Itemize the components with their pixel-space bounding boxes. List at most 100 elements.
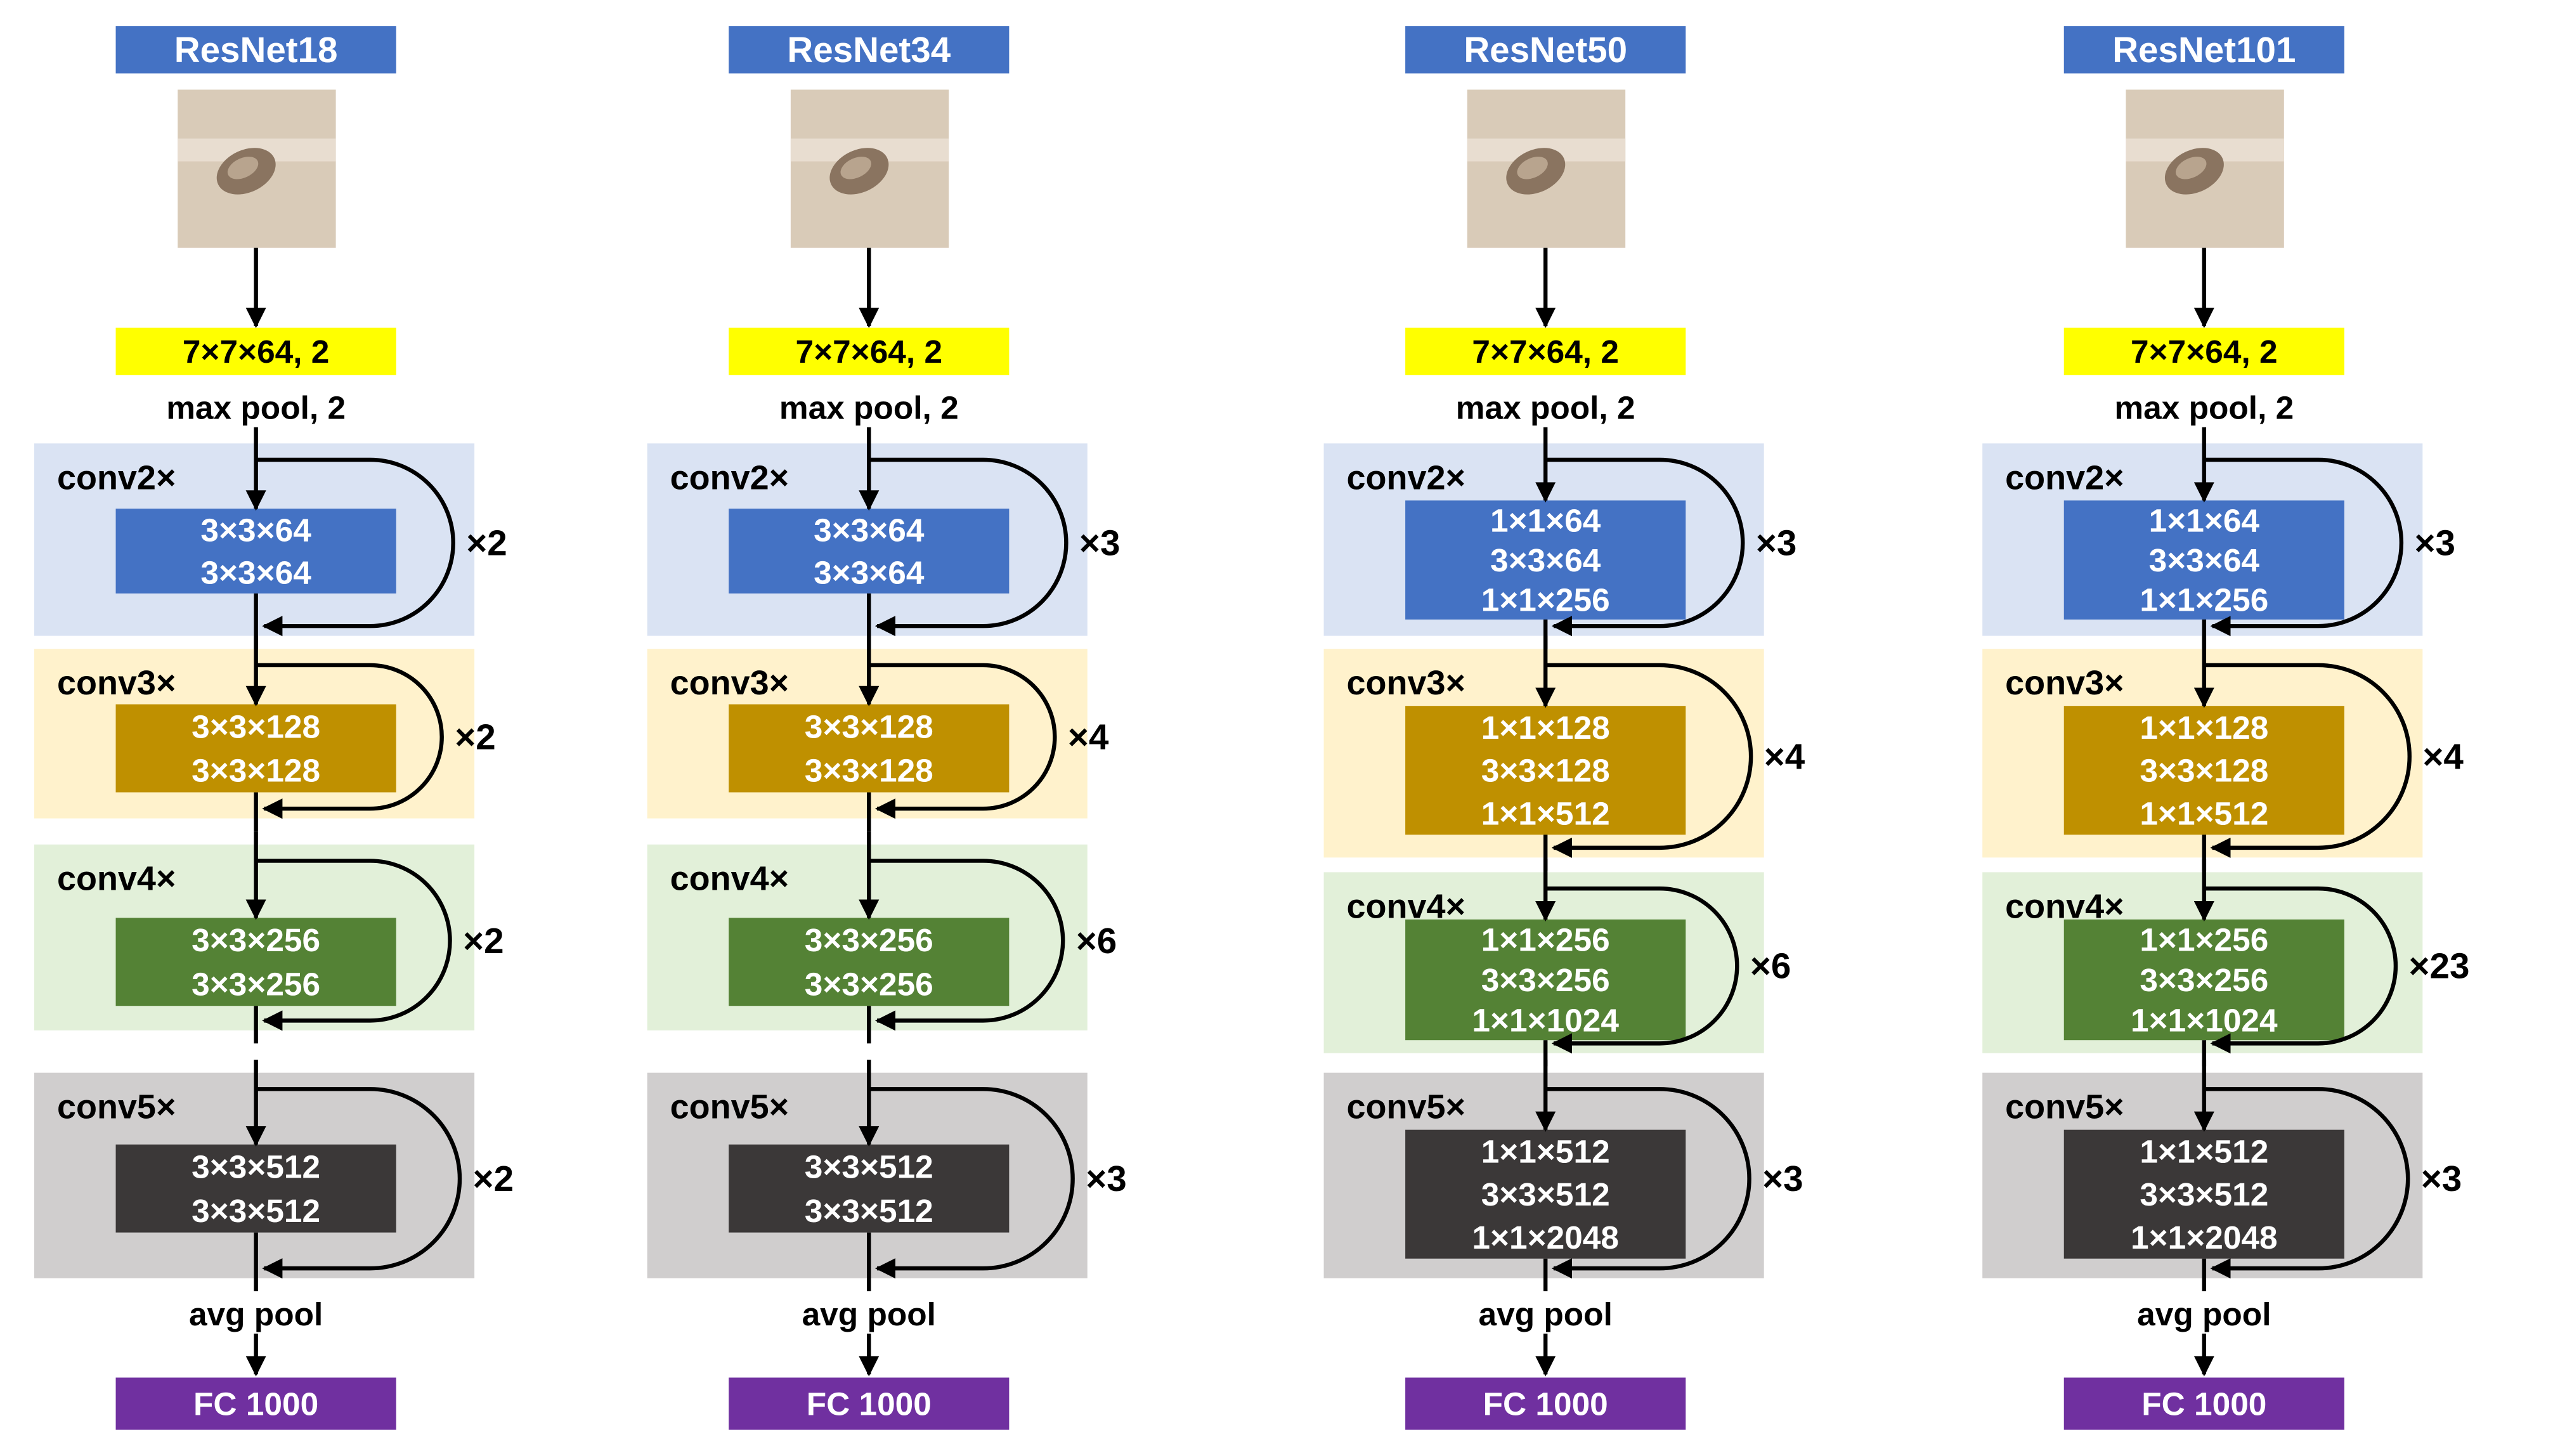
repeat-count: ×6	[1750, 946, 1791, 986]
conv-block	[1405, 919, 1686, 1041]
network-title: ResNet50	[1464, 30, 1627, 70]
stem-conv-label: 7×7×64, 2	[2131, 333, 2278, 370]
stage-label: conv5×	[670, 1088, 789, 1126]
residual-loop	[1545, 663, 1753, 858]
stage-label: conv4×	[2005, 887, 2124, 925]
avg-pool-label: avg pool	[802, 1296, 936, 1332]
network-column-2: ResNet34 7×7×64, 2 max pool, 2conv2×3×3×64…	[647, 26, 1127, 1430]
conv-block	[2063, 919, 2344, 1041]
conv-block	[115, 704, 396, 793]
conv-block	[115, 509, 396, 594]
avg-pool-label: avg pool	[2137, 1296, 2271, 1332]
conv-layer-label: 3×3×256	[2140, 961, 2268, 998]
conv-layer-label: 3×3×256	[1481, 961, 1610, 998]
repeat-count: ×23	[2408, 946, 2469, 986]
conv-layer-label: 1×1×64	[2149, 502, 2260, 539]
residual-loop	[256, 457, 455, 637]
fc-box	[1405, 1377, 1686, 1430]
conv-block	[2063, 1129, 2344, 1259]
conv-layer-label: 3×3×512	[192, 1192, 320, 1229]
stage-conv2-3: conv2×1×1×643×3×641×1×256×3	[1323, 427, 1796, 649]
input-image-highlight	[1517, 157, 1548, 179]
stem-conv-label: 7×7×64, 2	[1472, 333, 1619, 370]
conv-block	[1405, 706, 1686, 835]
stage-label: conv5×	[2005, 1088, 2124, 1126]
repeat-count: ×3	[1762, 1159, 1803, 1199]
residual-loop	[1545, 1087, 1751, 1279]
conv-layer-label: 1×1×512	[1481, 795, 1610, 831]
stage-label: conv3×	[670, 664, 789, 702]
conv-layer-label: 3×3×128	[2140, 752, 2268, 789]
conv-layer-label: 3×3×64	[200, 512, 311, 549]
stage-label: conv2×	[57, 458, 176, 497]
conv-layer-label: 1×1×512	[2140, 795, 2268, 831]
network-title: ResNet34	[787, 30, 951, 70]
conv-layer-label: 3×3×256	[192, 966, 320, 1003]
stage-conv2-1: conv2× 3×3×64 3×3×64 ×2	[34, 427, 507, 649]
repeat-count: ×2	[455, 717, 495, 757]
stage-conv2-2: conv2×3×3×643×3×64×3	[647, 427, 1120, 649]
residual-loop	[1545, 886, 1739, 1054]
network-column-3: ResNet50 7×7×64, 2 max pool, 2conv2×1×1×64…	[1323, 26, 1805, 1430]
repeat-count: ×3	[1756, 523, 1796, 563]
residual-loop	[869, 1087, 1075, 1279]
residual-loop	[256, 1087, 462, 1279]
conv-block	[115, 1144, 396, 1233]
input-image-highlight	[840, 157, 871, 179]
stem-conv-label: 7×7×64, 2	[795, 333, 942, 370]
input-image-highlight	[227, 157, 259, 179]
stage-label: conv3×	[1347, 664, 1466, 702]
residual-loop	[256, 859, 451, 1031]
conv-layer-label: 3×3×256	[192, 921, 320, 958]
repeat-count: ×2	[473, 1159, 514, 1199]
conv-layer-label: 3×3×64	[814, 554, 925, 590]
conv-layer-label: 3×3×512	[805, 1148, 933, 1185]
repeat-count: ×2	[466, 523, 507, 563]
network-column-1: ResNet18 7×7×64, 2 max pool, 2 conv2× 3×3×64…	[34, 26, 514, 1430]
network-title-box	[1405, 26, 1686, 74]
conv-layer-label: 3×3×256	[805, 966, 933, 1003]
stage-label: conv2×	[1347, 458, 1466, 497]
avg-pool-label: avg pool	[1479, 1296, 1613, 1332]
residual-loop	[2204, 1087, 2410, 1279]
stem-conv-box	[2063, 327, 2344, 375]
max-pool-label: max pool, 2	[1456, 389, 1635, 426]
stem-conv-box	[1405, 327, 1686, 375]
fc-label: FC 1000	[193, 1386, 318, 1422]
avg-pool-label: avg pool	[189, 1296, 323, 1332]
stage-label: conv5×	[1347, 1088, 1466, 1126]
conv-layer-label: 1×1×512	[2140, 1133, 2268, 1169]
conv-layer-label: 3×3×64	[2149, 542, 2260, 578]
conv-block	[1405, 500, 1686, 620]
stage-label: conv4×	[670, 860, 789, 898]
conv-block	[2063, 500, 2344, 620]
conv-layer-label: 3×3×128	[192, 752, 320, 789]
repeat-count: ×2	[463, 921, 503, 961]
repeat-count: ×4	[1764, 736, 1805, 776]
repeat-count: ×3	[2414, 523, 2455, 563]
stage-conv2-4: conv2×1×1×643×3×641×1×256×3	[1982, 427, 2455, 649]
conv-layer-label: 3×3×512	[2140, 1176, 2268, 1212]
repeat-count: ×3	[2421, 1159, 2462, 1199]
stem-conv-box	[115, 327, 396, 375]
max-pool-label: max pool, 2	[779, 389, 959, 426]
conv-layer-label: 3×3×64	[200, 554, 311, 590]
conv-layer-label: 1×1×256	[2140, 582, 2268, 618]
conv-block	[729, 1144, 1010, 1233]
conv-block	[729, 509, 1010, 594]
conv-block	[115, 918, 396, 1006]
network-title: ResNet18	[174, 30, 338, 70]
max-pool-label: max pool, 2	[166, 389, 346, 426]
residual-loop	[869, 859, 1065, 1031]
network-title-box	[2063, 26, 2344, 74]
residual-loop	[869, 663, 1057, 819]
stem-conv-label: 7×7×64, 2	[183, 333, 330, 370]
